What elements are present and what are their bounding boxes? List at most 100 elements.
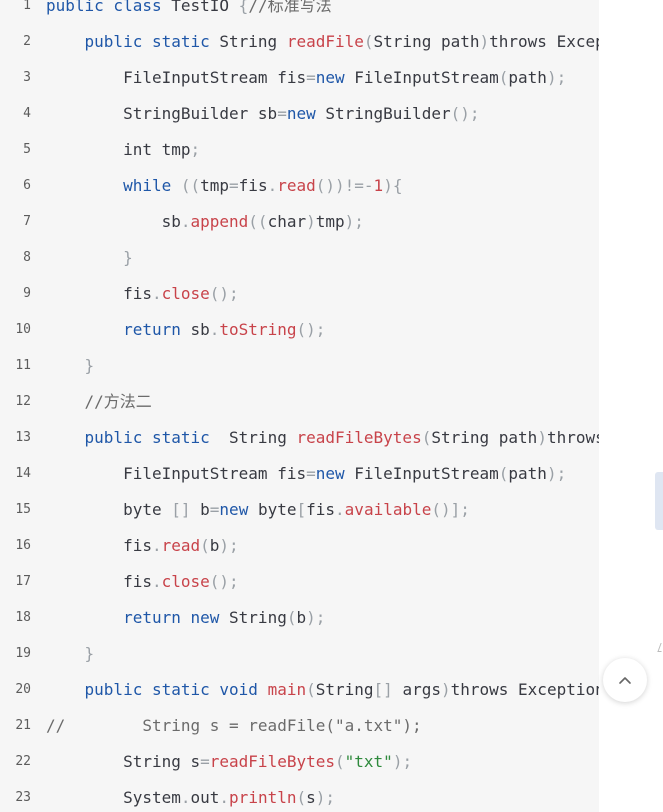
code-token: main bbox=[267, 680, 307, 699]
code-token: throws Exception bbox=[489, 32, 599, 51]
code-token: String s bbox=[46, 752, 201, 771]
code-token: [] bbox=[373, 680, 403, 699]
code-line: 16 fis.read(b); bbox=[0, 528, 599, 564]
code-line: 7 sb.append((char)tmp); bbox=[0, 204, 599, 240]
code-text: //方法二 bbox=[46, 384, 152, 420]
code-token: sb bbox=[46, 212, 181, 231]
code-line: 14 FileInputStream fis=new FileInputStre… bbox=[0, 456, 599, 492]
code-token: path bbox=[508, 68, 547, 87]
code-token: (( bbox=[180, 176, 201, 195]
code-token: fis bbox=[46, 572, 152, 591]
line-number: 2 bbox=[23, 34, 31, 49]
line-number: 15 bbox=[15, 502, 31, 517]
code-token bbox=[46, 644, 85, 663]
code-token: ; bbox=[190, 140, 201, 159]
code-token: ( bbox=[296, 788, 307, 807]
code-token: StringBuilder sb bbox=[46, 104, 278, 123]
code-token: read bbox=[161, 536, 201, 555]
line-number: 17 bbox=[15, 574, 31, 589]
code-token: b bbox=[200, 500, 210, 519]
code-token: ( bbox=[498, 68, 509, 87]
code-line: 19 } bbox=[0, 636, 599, 672]
code-token: . bbox=[267, 176, 278, 195]
code-token: read bbox=[277, 176, 316, 195]
code-line: 13 public static String readFileBytes(St… bbox=[0, 420, 599, 456]
code-text: } bbox=[46, 240, 133, 276]
line-number: 14 bbox=[15, 466, 31, 481]
code-token: String bbox=[315, 680, 374, 699]
code-token: . bbox=[151, 572, 162, 591]
code-token: args bbox=[402, 680, 441, 699]
code-token bbox=[46, 608, 123, 627]
code-token: ( bbox=[363, 32, 374, 51]
code-token: . bbox=[209, 320, 220, 339]
code-token: fis bbox=[238, 176, 268, 195]
back-to-top-button[interactable] bbox=[603, 658, 647, 702]
code-token: [] bbox=[171, 500, 201, 519]
code-token: sb bbox=[190, 320, 210, 339]
code-token: readFile bbox=[286, 32, 364, 51]
code-token: ( bbox=[335, 752, 345, 771]
line-number: 10 bbox=[15, 322, 31, 337]
code-token: ); bbox=[546, 68, 567, 87]
code-token: ) bbox=[479, 32, 490, 51]
code-token: = bbox=[306, 464, 316, 483]
code-line: 9 fis.close(); bbox=[0, 276, 599, 312]
code-token: = bbox=[229, 176, 239, 195]
code-token: tmp bbox=[315, 212, 345, 231]
code-token: available bbox=[344, 500, 432, 519]
code-token: b bbox=[296, 608, 307, 627]
code-token: readFileBytes bbox=[209, 752, 335, 771]
code-line: 3 FileInputStream fis=new FileInputStrea… bbox=[0, 60, 599, 96]
code-token: throws Exception bbox=[546, 428, 599, 447]
line-number: 18 bbox=[15, 610, 31, 625]
line-number: 8 bbox=[23, 250, 31, 265]
code-token: fis bbox=[46, 536, 152, 555]
code-text: fis.read(b); bbox=[46, 528, 239, 564]
code-token: } bbox=[123, 248, 133, 267]
code-token: path bbox=[508, 464, 547, 483]
code-line: 6 while ((tmp=fis.read())!=-1){ bbox=[0, 168, 599, 204]
code-text: sb.append((char)tmp); bbox=[46, 204, 364, 240]
line-number: 7 bbox=[23, 214, 31, 229]
code-text: } bbox=[46, 348, 95, 384]
code-token: ( bbox=[421, 428, 432, 447]
code-token: new bbox=[315, 68, 355, 87]
code-token: . bbox=[151, 284, 162, 303]
code-token: ); bbox=[219, 536, 239, 555]
code-token: StringBuilder bbox=[325, 104, 451, 123]
code-token: = bbox=[277, 104, 287, 123]
code-token: ( bbox=[200, 536, 210, 555]
code-token: . bbox=[180, 212, 191, 231]
code-token: . bbox=[335, 500, 345, 519]
code-token: public static void bbox=[84, 680, 268, 699]
code-line: 11 } bbox=[0, 348, 599, 384]
code-token: fis bbox=[306, 500, 336, 519]
code-token: = bbox=[209, 500, 220, 519]
code-token: (); bbox=[296, 320, 326, 339]
code-token: new bbox=[219, 500, 258, 519]
code-token: close bbox=[161, 284, 210, 303]
code-text: return new String(b); bbox=[46, 600, 325, 636]
code-line: 21// String s = readFile("a.txt"); bbox=[0, 708, 599, 744]
line-number: 11 bbox=[15, 358, 31, 373]
code-token: ); bbox=[392, 752, 413, 771]
code-token: char bbox=[267, 212, 307, 231]
code-line: 2 public static String readFile(String p… bbox=[0, 24, 599, 60]
code-text: fis.close(); bbox=[46, 564, 239, 600]
code-token: ){ bbox=[383, 176, 403, 195]
code-token bbox=[46, 356, 85, 375]
code-text: } bbox=[46, 636, 95, 672]
code-token: public static bbox=[84, 428, 230, 447]
code-token: public class bbox=[46, 0, 172, 15]
code-token: [ bbox=[296, 500, 307, 519]
code-token: (); bbox=[450, 104, 480, 123]
code-line: 23 System.out.println(s); bbox=[0, 780, 599, 812]
code-line: 20 public static void main(String[] args… bbox=[0, 672, 599, 708]
code-token: ); bbox=[306, 608, 326, 627]
scrollbar-thumb[interactable] bbox=[655, 472, 663, 530]
code-token: . bbox=[219, 788, 230, 807]
code-text: FileInputStream fis=new FileInputStream(… bbox=[46, 456, 566, 492]
code-token: . bbox=[180, 788, 191, 807]
code-token: (); bbox=[209, 572, 239, 591]
